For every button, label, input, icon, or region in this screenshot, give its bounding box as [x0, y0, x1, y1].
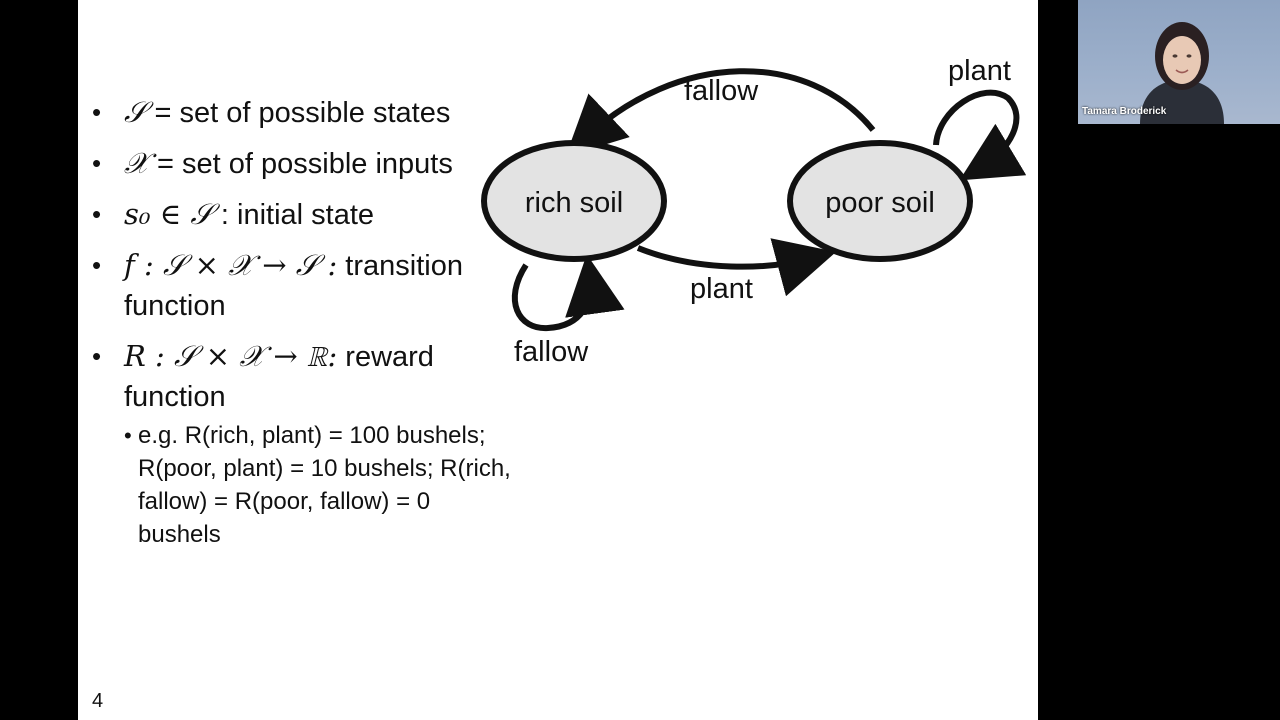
bullet-text: = set of possible states	[146, 97, 451, 129]
edge-label-poor-to-rich: fallow	[684, 75, 759, 107]
edge-poor-to-rich	[565, 68, 876, 157]
bullet-transition-function: f : 𝒮 × 𝒳 → 𝒮 : transition function	[92, 245, 512, 326]
state-poor-soil-label: poor soil	[825, 187, 935, 219]
participant-name: Tamara Broderick	[1082, 106, 1167, 117]
participant-video-tile[interactable]: Tamara Broderick	[1078, 0, 1280, 124]
bullet-symbol: 𝒮	[124, 95, 147, 129]
bullet-text: reward function	[124, 341, 434, 413]
state-rich-soil-label: rich soil	[525, 187, 623, 219]
bullet-text: = set of possible inputs	[148, 148, 453, 180]
state-rich-soil-node	[481, 140, 667, 262]
bullet-states: 𝒮 = set of possible states	[92, 92, 512, 133]
bullet-text: : initial state	[212, 199, 375, 231]
participant-avatar	[1140, 22, 1224, 124]
slide: 𝒮 = set of possible states 𝒳 = set of po…	[78, 0, 1038, 720]
edge-label-rich-self: fallow	[514, 336, 589, 368]
state-diagram: fallow plant fallow plant rich soil poor…	[481, 55, 1027, 368]
bullet-symbol: 𝒳	[124, 146, 149, 180]
bullet-symbol: s₀ ∈ 𝒮	[124, 197, 213, 231]
bullet-symbol: f : 𝒮 × 𝒳 → 𝒮 :	[124, 248, 338, 282]
bullet-text: transition function	[124, 250, 463, 322]
state-poor-soil-node	[787, 140, 973, 262]
edge-rich-to-poor	[636, 238, 837, 297]
edge-label-rich-to-poor: plant	[690, 273, 753, 305]
bullet-initial-state: s₀ ∈ 𝒮 : initial state	[92, 194, 512, 235]
sub-bullet-list: e.g. R(rich, plant) = 100 bushels; R(poo…	[124, 419, 512, 551]
edge-rich-self-loop	[511, 254, 625, 332]
bullet-reward-function: R : 𝒮 × 𝒳 → ℝ: reward function e.g. R(ri…	[92, 336, 512, 551]
bullet-inputs: 𝒳 = set of possible inputs	[92, 143, 512, 184]
bullet-list: 𝒮 = set of possible states 𝒳 = set of po…	[92, 92, 512, 561]
reward-example: e.g. R(rich, plant) = 100 bushels; R(poo…	[124, 419, 512, 551]
edge-poor-self-loop	[933, 89, 1027, 181]
slide-number: 4	[92, 690, 104, 712]
edge-label-poor-self: plant	[948, 55, 1011, 87]
bullet-symbol: R : 𝒮 × 𝒳 → ℝ:	[124, 339, 338, 373]
